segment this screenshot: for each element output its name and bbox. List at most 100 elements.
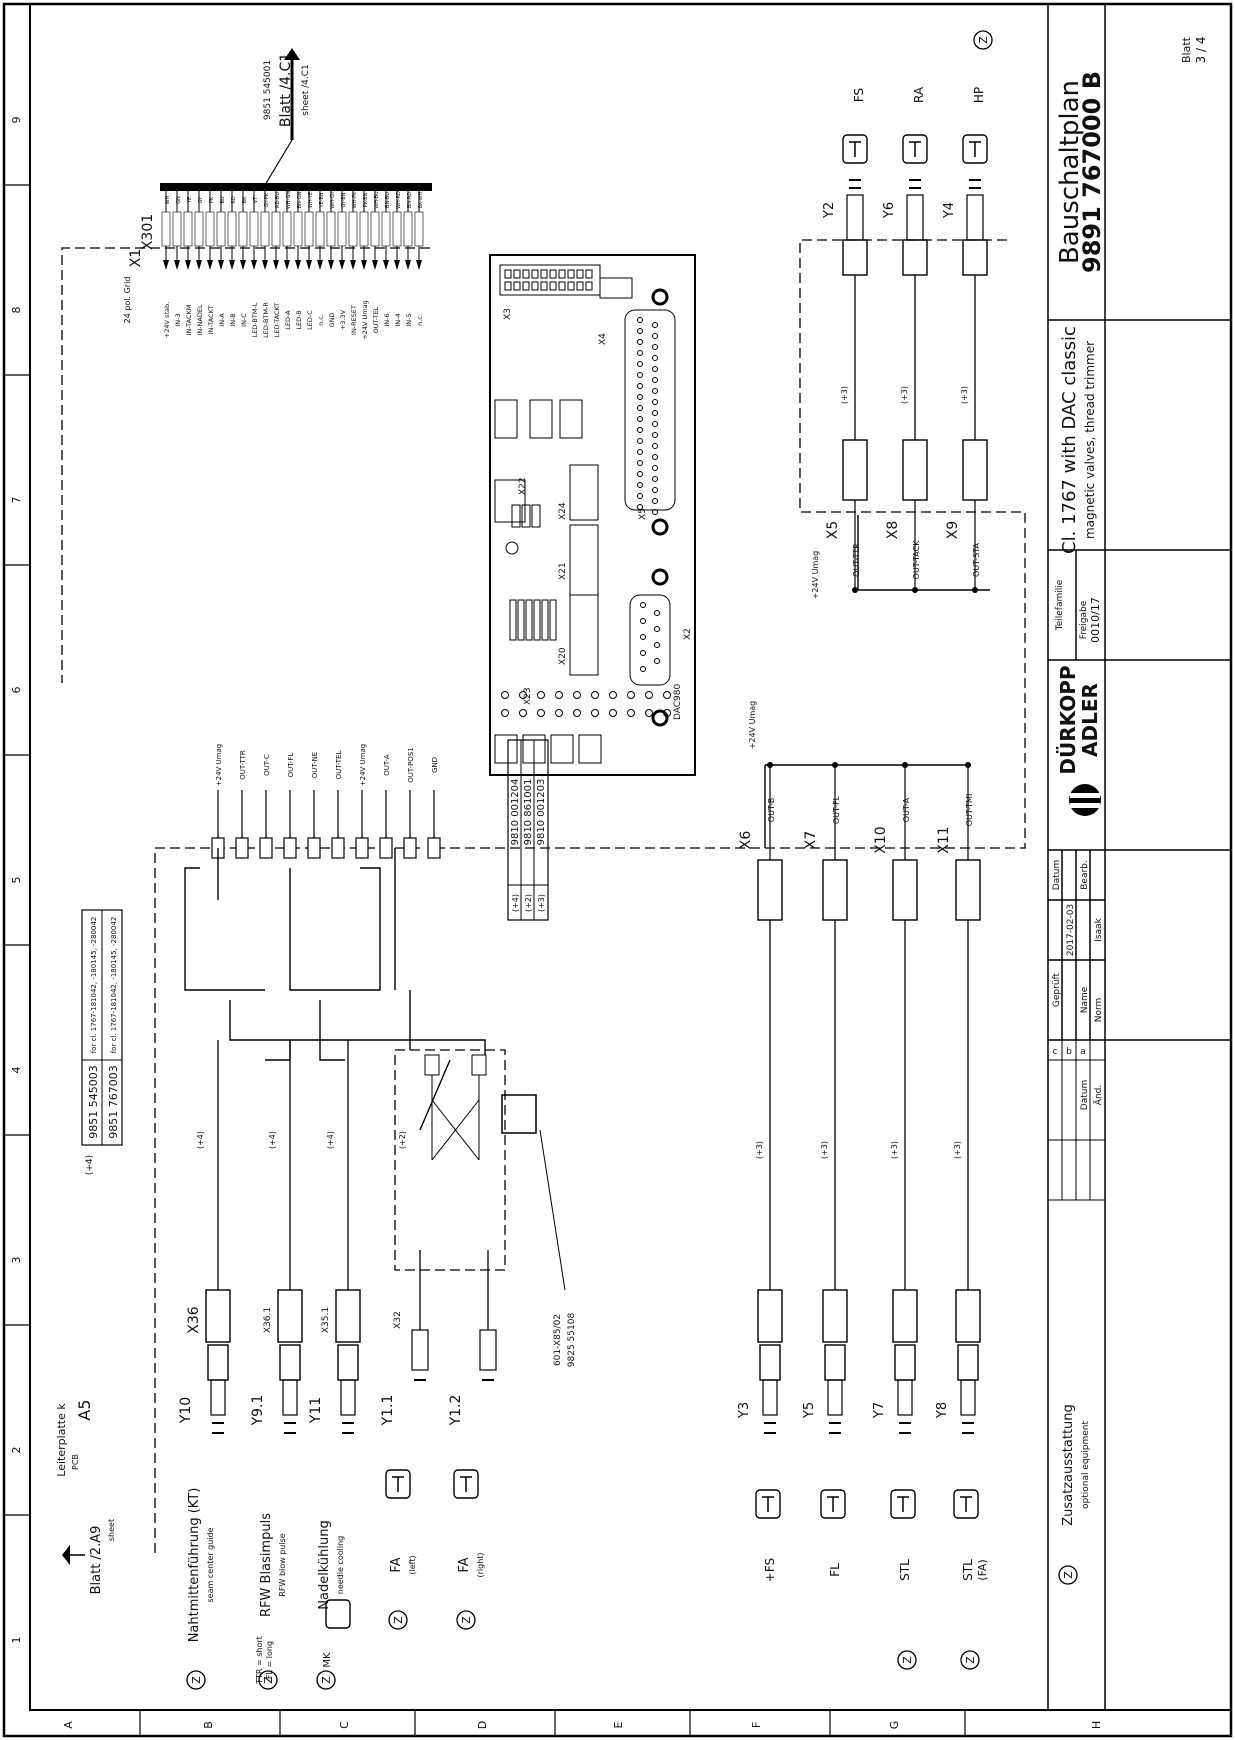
db-pin bbox=[654, 642, 660, 648]
optional-badge: Z bbox=[186, 1670, 206, 1690]
column-label: 5 bbox=[10, 877, 23, 884]
x23-pad bbox=[645, 709, 653, 717]
x301-wire-color: GN bbox=[176, 196, 182, 204]
x301-pin-label: LED-A bbox=[284, 310, 292, 330]
x23-pin-label: GND bbox=[431, 757, 439, 773]
component-output: OUT-A bbox=[902, 797, 911, 822]
x4-header bbox=[599, 277, 633, 299]
component-connector: X35.1 bbox=[321, 1307, 331, 1333]
component-connector: X7 bbox=[803, 831, 819, 850]
x301-pin-label: IN-C bbox=[240, 313, 248, 327]
db-pin bbox=[637, 449, 643, 455]
x301-pin-arrow bbox=[262, 260, 268, 270]
db9-connector bbox=[629, 594, 671, 686]
x301-pin-label: n.c. bbox=[416, 314, 424, 326]
x301-wire-color: PK-BN bbox=[363, 192, 369, 207]
ref-v-3: 9810 001203 bbox=[536, 779, 547, 846]
x301-pin-arrow bbox=[339, 260, 345, 270]
top-ref-sheet: sheet /4.C1 bbox=[301, 64, 311, 116]
x301-wire-color: WH-GY bbox=[330, 190, 336, 208]
x23-pin-label: OUT-FL bbox=[287, 753, 295, 778]
optional-symbol: Z bbox=[460, 1616, 473, 1624]
x301-wire-color: WH-RD bbox=[396, 191, 402, 209]
x301-pin-label: LED-BTM-R bbox=[262, 302, 270, 338]
x301-pin-label: +3.3V bbox=[339, 309, 347, 330]
x301-pin-box bbox=[227, 211, 237, 247]
resistor bbox=[533, 599, 541, 641]
inner-frame bbox=[29, 3, 1232, 1711]
component-description-en: (right) bbox=[476, 1552, 485, 1577]
component-output: OUT-FL bbox=[832, 795, 841, 824]
x23-pad bbox=[501, 691, 509, 699]
db-pin bbox=[652, 366, 658, 372]
component-id: Y10 bbox=[178, 1397, 194, 1424]
component-connector: X32 bbox=[393, 1311, 403, 1329]
left-notes: Blatt /2.A9 sheet Leiterplatte k PCB A5 … bbox=[55, 909, 123, 1594]
db-pin bbox=[637, 493, 643, 499]
header-pin bbox=[549, 281, 557, 291]
db-pin bbox=[652, 377, 658, 383]
cable-length: (+3) bbox=[820, 1141, 829, 1159]
x301-pin-box bbox=[326, 211, 336, 247]
optional-badge: Z bbox=[388, 1610, 408, 1630]
db-pin bbox=[637, 339, 643, 345]
component-connector: X8 bbox=[885, 521, 901, 540]
top-ref-blatt: Blatt /4.C1 bbox=[278, 53, 294, 127]
x301-wire-color: GY-BN bbox=[341, 192, 347, 207]
ref-k-1: (+4) bbox=[511, 894, 520, 912]
x301-pin-arrow bbox=[317, 260, 323, 270]
optional-symbol: Z bbox=[190, 1676, 203, 1684]
bearb-value: Isaak bbox=[1094, 917, 1104, 941]
resistor bbox=[525, 599, 533, 641]
db-pin bbox=[637, 328, 643, 334]
function-icon bbox=[962, 134, 988, 164]
header-pin bbox=[540, 281, 548, 291]
component-id: Y9.1 bbox=[250, 1395, 266, 1427]
x301-pin-label: IN-B bbox=[229, 313, 237, 326]
freigabe-code: 0010/17 bbox=[1089, 597, 1102, 643]
resistor bbox=[521, 504, 531, 528]
component-description: FA bbox=[389, 1557, 404, 1572]
variant-note-1: for cl. 1767-181042, -180145, -280042 bbox=[90, 917, 98, 1054]
x301-pin-box bbox=[172, 211, 182, 247]
x301-wire-color: YE bbox=[187, 197, 193, 204]
db-pin bbox=[640, 602, 646, 608]
x23-pad bbox=[591, 691, 599, 699]
x301-pin-arrow bbox=[174, 260, 180, 270]
ref-k-2: (+2) bbox=[524, 894, 533, 912]
pcb-x5-label: X5 bbox=[638, 508, 648, 520]
cable-length: (+3) bbox=[953, 1141, 962, 1159]
left-component: Y1.2FA(right)Z bbox=[448, 1250, 497, 1630]
x301-pin-arrow bbox=[394, 260, 400, 270]
x23-pin-label: OUT-C bbox=[263, 754, 271, 776]
x23-pad bbox=[663, 691, 671, 699]
column-label: 4 bbox=[10, 1067, 23, 1074]
pcb-board: DAC980 X2 X5 X3 X4 X23 X22 X21 X20 X24 bbox=[489, 254, 696, 776]
header-pin bbox=[585, 269, 593, 279]
x301-pin-arrow bbox=[207, 260, 213, 270]
x301-pin-box bbox=[359, 211, 369, 247]
x23-pad bbox=[537, 709, 545, 717]
x21-connector bbox=[569, 524, 599, 596]
datum-value: 2017-02-03 bbox=[1066, 904, 1076, 956]
left-blatt-sheet: sheet bbox=[107, 1519, 116, 1541]
component-description: RFW Blasimpuls bbox=[259, 1513, 274, 1617]
umag-label-top: +24V Umag bbox=[811, 551, 820, 600]
component-description: Nahtmittenführung (KT) bbox=[187, 1488, 202, 1643]
legend-text: Zusatzausstattung bbox=[1061, 1404, 1076, 1526]
jumper-block bbox=[494, 399, 518, 439]
company-line-2: ADLER bbox=[1078, 683, 1102, 757]
x301-wire-color: BK-WH bbox=[418, 192, 424, 209]
valve-symbol bbox=[337, 1344, 359, 1434]
x301-wire-color: BN-RD bbox=[407, 192, 413, 208]
component-id: Y1.1 bbox=[380, 1395, 396, 1427]
x23-pad bbox=[591, 709, 599, 717]
x20-connector bbox=[569, 594, 599, 676]
db-pin bbox=[637, 460, 643, 466]
